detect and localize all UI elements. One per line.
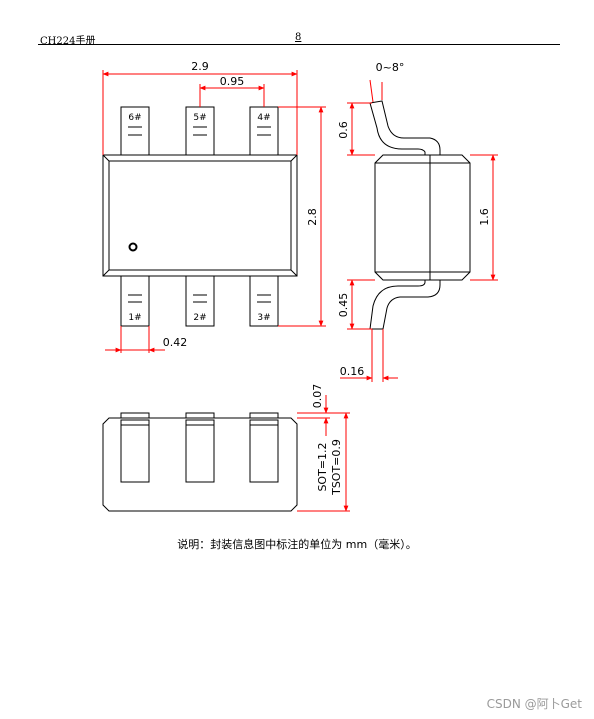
pin-label-1: 1# <box>128 313 141 323</box>
lower-lead <box>369 279 441 330</box>
dim-thickness-sot: SOT=1.2 <box>316 442 329 491</box>
pin-label-2: 2# <box>193 313 206 323</box>
top-view <box>102 106 298 327</box>
dim-lead-angle: 0~8° <box>376 61 405 74</box>
side-view <box>369 100 471 330</box>
upper-lead <box>369 100 441 156</box>
dim-lead-upper: 0.6 <box>337 121 350 139</box>
dim-pin-width: 0.42 <box>163 336 188 349</box>
page-number: 8 <box>295 32 302 43</box>
dim-lead-lower: 0.45 <box>337 293 350 318</box>
dim-body-height: 1.6 <box>478 208 491 226</box>
chip-body-inner <box>108 160 292 271</box>
drawing-caption: 说明：封装信息图中标注的单位为 mm（毫米）。 <box>177 538 417 551</box>
dim-lead-thickness: 0.16 <box>340 365 365 378</box>
pin-label-6: 6# <box>128 113 141 123</box>
header-rule <box>38 44 560 45</box>
pin-label-5: 5# <box>193 113 206 123</box>
watermark: CSDN @阿卜Get <box>486 697 582 711</box>
top-view-dimensions <box>102 70 326 353</box>
pin1-marker <box>128 242 138 252</box>
side-body <box>374 154 471 281</box>
dim-pin-pitch: 0.95 <box>220 75 245 88</box>
dim-body-width: 2.9 <box>191 60 209 73</box>
front-view <box>102 412 298 512</box>
front-body <box>102 417 298 512</box>
pin-label-3: 3# <box>257 313 270 323</box>
chip-body-outer <box>102 154 298 277</box>
front-view-dimensions <box>297 395 350 512</box>
pin-label-4: 4# <box>257 113 270 123</box>
document-title: CH224手册 <box>40 36 96 47</box>
side-view-dimensions <box>340 79 498 382</box>
dim-thickness-tsot: TSOT=0.9 <box>330 439 343 496</box>
dim-standoff: 0.07 <box>311 384 324 409</box>
dim-total-height: 2.8 <box>306 208 319 226</box>
